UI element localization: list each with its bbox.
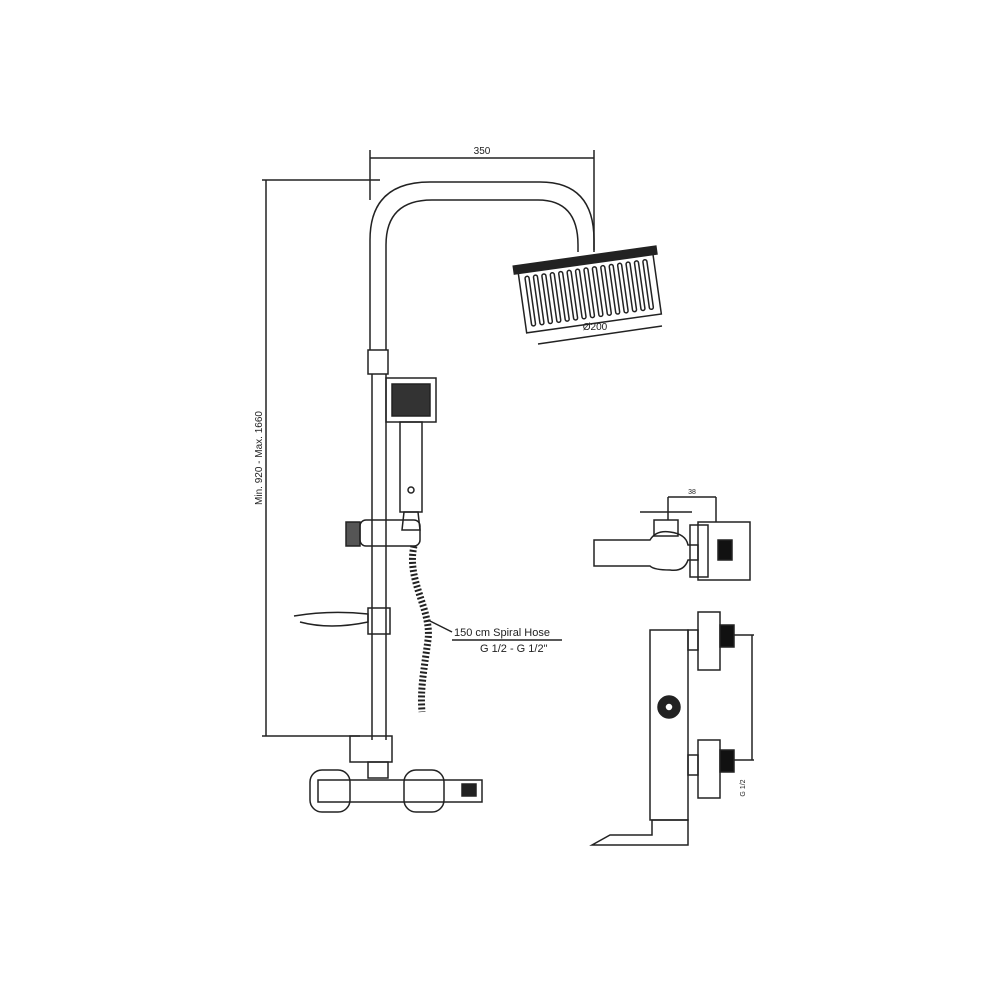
mixer-top-view: 38: [593, 489, 751, 581]
shower-head-slot: [600, 264, 612, 316]
callout-leader: [427, 619, 453, 633]
mixer-side-view: G 1/2: [589, 611, 754, 846]
width-label: 350: [474, 146, 491, 157]
shower-head-slot: [549, 272, 562, 324]
thread-label: G 1/2: [740, 779, 747, 796]
shower-head-slot: [574, 268, 587, 320]
height-label: Min. 920 - Max. 1660: [254, 411, 265, 505]
slide-holder: [345, 519, 421, 547]
height-dimension: Min. 920 - Max. 1660: [254, 179, 380, 737]
shower-head-slot: [625, 261, 638, 313]
shower-head-slot: [541, 273, 554, 325]
callout-line2: G 1/2 - G 1/2": [480, 643, 548, 655]
soap-dish: [293, 607, 391, 635]
riser-pipe: [367, 181, 595, 740]
shower-head-slot: [608, 263, 621, 315]
shower-head-slot: [524, 275, 537, 327]
head-diameter-label: Ø200: [583, 322, 608, 333]
width-dimension: 350: [369, 146, 595, 250]
callout-line1: 150 cm Spiral Hose: [454, 627, 550, 639]
shower-head-slot: [583, 267, 596, 319]
shower-head-slot: [616, 262, 629, 314]
head-diameter-dimension: Ø200: [537, 322, 663, 345]
shower-head: [512, 245, 663, 334]
shower-head-slot: [566, 269, 579, 321]
hand-shower: [385, 377, 437, 531]
shower-head-slot: [591, 266, 604, 318]
shower-head-slot: [558, 270, 570, 322]
thermostatic-mixer: [309, 735, 483, 813]
shower-head-slot: [633, 260, 646, 312]
shower-head-slot: [532, 274, 545, 326]
spiral-hose: [409, 545, 432, 713]
side-width-label: 38: [688, 489, 696, 496]
shower-head-slot: [642, 259, 655, 311]
